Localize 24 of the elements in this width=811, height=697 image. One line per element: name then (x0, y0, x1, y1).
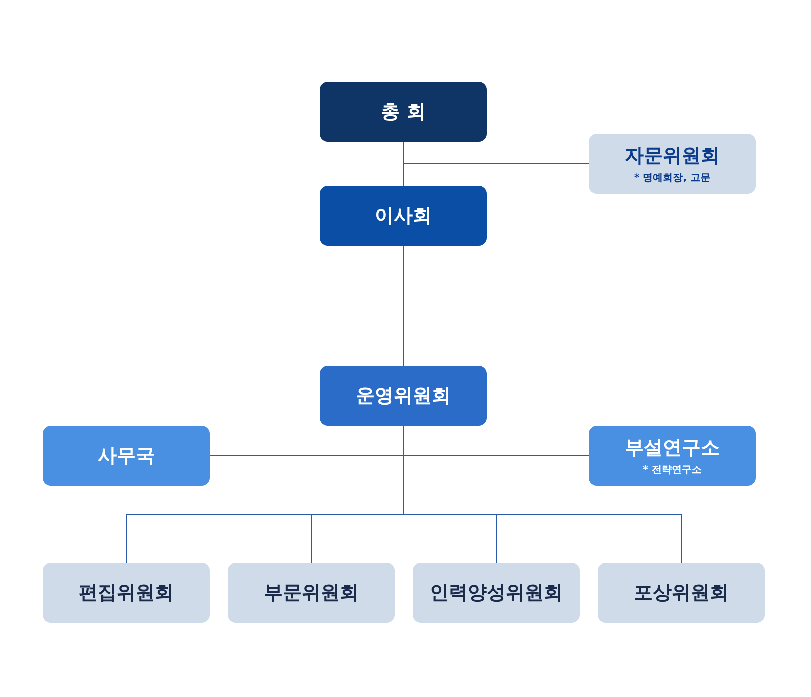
box-title: 자문위원회 (625, 144, 720, 169)
box-title: 부문위원회 (264, 581, 359, 606)
board-box (320, 186, 487, 246)
box-title: 부설연구소 (625, 436, 720, 461)
box-title: 포상위원회 (634, 581, 729, 606)
secretariat-box (43, 426, 210, 486)
box-note: * 전략연구소 (643, 464, 702, 477)
committee-box (43, 563, 210, 623)
advisory-box (589, 134, 756, 194)
box-note: * 명예회장, 고문 (634, 172, 710, 185)
committee-box (228, 563, 395, 623)
assembly-box (320, 82, 487, 142)
box-title: 사무국 (98, 444, 155, 469)
committee-box (320, 366, 487, 426)
connector-line (403, 142, 590, 164)
box-title: 총 회 (381, 100, 426, 125)
institute-box (589, 426, 756, 486)
committee-box (598, 563, 765, 623)
committee-box (413, 563, 580, 623)
box-title: 편집위원회 (79, 581, 174, 606)
box-title: 운영위원회 (356, 384, 451, 409)
connector-line (403, 246, 404, 366)
box-title: 인력양성위원회 (430, 581, 563, 606)
box-title: 이사회 (375, 204, 432, 229)
